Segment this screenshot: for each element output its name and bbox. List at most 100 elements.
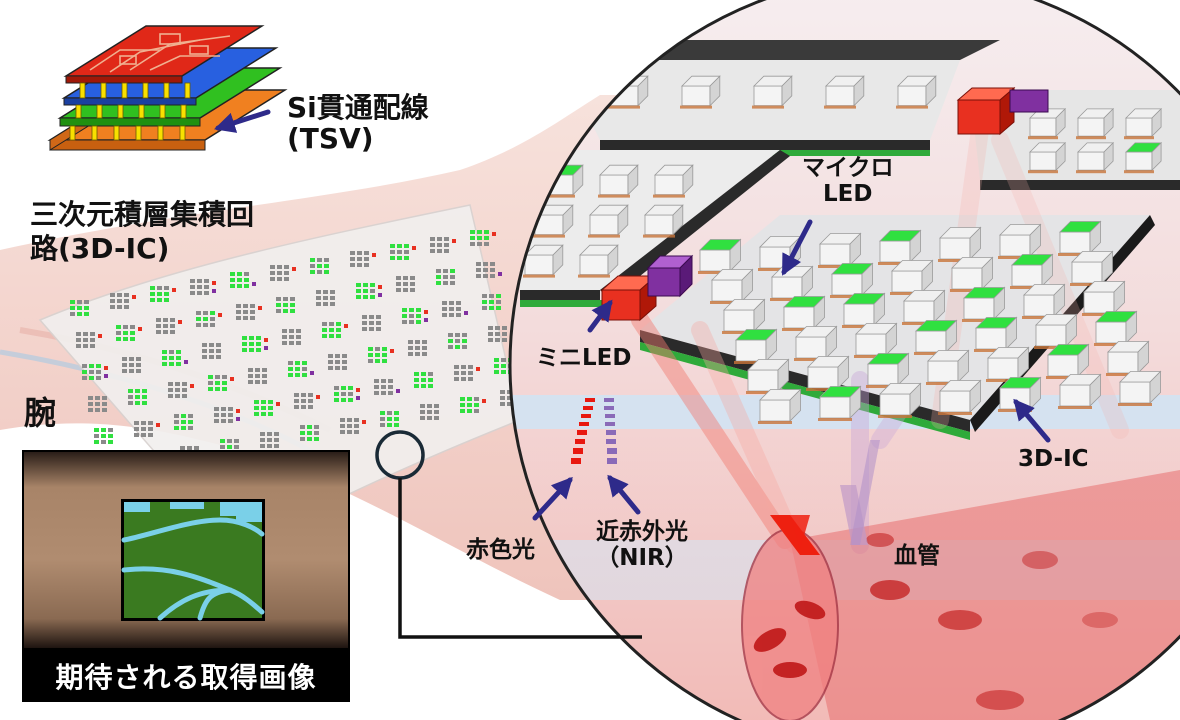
- sheet-pixel: [376, 327, 381, 331]
- sheet-pixel: [456, 307, 461, 311]
- sheet-mini-led: [356, 396, 360, 400]
- sheet-pixel: [474, 409, 479, 413]
- sheet-pixel: [96, 364, 101, 368]
- sheet-mini-led: [316, 395, 320, 399]
- sheet-pixel: [380, 423, 385, 427]
- sheet-pixel: [174, 414, 179, 418]
- micro-led: [878, 229, 922, 265]
- sheet-pixel: [262, 368, 267, 372]
- sheet-pixel: [102, 402, 107, 406]
- sheet-mini-led: [356, 388, 360, 392]
- sheet-pixel: [248, 368, 253, 372]
- sheet-pixel: [128, 389, 133, 393]
- sheet-pixel: [450, 281, 455, 285]
- sheet-pixel: [341, 398, 346, 402]
- sheet-pixel: [243, 316, 248, 320]
- sheet-pixel: [110, 299, 115, 303]
- sheet-pixel: [108, 440, 113, 444]
- sheet-pixel: [422, 346, 427, 350]
- sheet-pixel: [410, 282, 415, 286]
- sheet-mini-led: [372, 253, 376, 257]
- sheet-mini-led: [264, 346, 268, 350]
- sheet-pixel: [416, 308, 421, 312]
- sheet-pixel: [267, 438, 272, 442]
- sheet-pixel: [375, 347, 380, 351]
- magnifier-callout: [375, 430, 642, 639]
- sheet-pixel: [414, 384, 419, 388]
- sheet-pixel: [488, 332, 493, 336]
- sheet-pixel: [101, 434, 106, 438]
- micro-led: [830, 262, 874, 298]
- sheet-pixel: [490, 262, 495, 266]
- sheet-pixel: [495, 332, 500, 336]
- sheet-pixel: [294, 399, 299, 403]
- sheet-pixel: [437, 249, 442, 253]
- label-nir-line1: 近赤外光: [596, 519, 688, 545]
- sheet-pixel: [323, 290, 328, 294]
- sheet-pixel: [249, 348, 254, 352]
- sheet-pixel: [348, 398, 353, 402]
- sheet-pixel: [274, 432, 279, 436]
- sheet-pixel: [483, 262, 488, 266]
- sheet-pixel: [230, 284, 235, 288]
- micro-led: [1082, 280, 1126, 316]
- sheet-pixel: [196, 323, 201, 327]
- sheet-pixel: [128, 395, 133, 399]
- sheet-pixel: [415, 346, 420, 350]
- sheet-pixel: [428, 378, 433, 382]
- sheet-pixel: [488, 326, 493, 330]
- sheet-pixel: [164, 298, 169, 302]
- sheet-pixel: [102, 408, 107, 412]
- sheet-pixel: [289, 335, 294, 339]
- sheet-pixel: [228, 413, 233, 417]
- micro-led: [962, 286, 1006, 322]
- tsv-pin: [79, 82, 86, 99]
- light-paths: [770, 440, 880, 555]
- sheet-pixel: [288, 367, 293, 371]
- sheet-pixel: [324, 264, 329, 268]
- sheet-pixel: [181, 420, 186, 424]
- micro-led: [794, 325, 838, 361]
- sheet-pixel: [317, 270, 322, 274]
- sheet-mini-led: [452, 239, 456, 243]
- sheet-pixel: [434, 404, 439, 408]
- sheet-pixel: [387, 411, 392, 415]
- sheet-pixel: [501, 370, 506, 374]
- annotation-arrows: [213, 109, 1051, 521]
- sheet-pixel: [460, 397, 465, 401]
- sheet-pixel: [208, 375, 213, 379]
- sheet-pixel: [307, 425, 312, 429]
- label-tsv: Si貫通配線 (TSV): [287, 92, 429, 155]
- sheet-pixel: [436, 281, 441, 285]
- sheet-pixel: [215, 375, 220, 379]
- sheet-pixel: [442, 301, 447, 305]
- sheet-pixel: [324, 270, 329, 274]
- sheet-pixel: [204, 279, 209, 283]
- sheet-pixel: [322, 328, 327, 332]
- sheet-pixel: [477, 230, 482, 234]
- sheet-pixel: [354, 424, 359, 428]
- sheet-pixel: [168, 388, 173, 392]
- sheet-pixel: [95, 402, 100, 406]
- arrow-3d-ic: [1013, 398, 1051, 443]
- sheet-pixel: [250, 316, 255, 320]
- sheet-pixel: [404, 250, 409, 254]
- sheet-pixel: [421, 384, 426, 388]
- sheet-pixel: [182, 382, 187, 386]
- micro-led: [588, 204, 629, 238]
- sheet-pixel: [210, 317, 215, 321]
- sheet-pixel: [270, 271, 275, 275]
- sheet-pixel: [76, 338, 81, 342]
- sheet-mini-led: [156, 423, 160, 427]
- sheet-pixel: [316, 302, 321, 306]
- sheet-pixel: [95, 408, 100, 412]
- sheet-mini-led: [172, 288, 176, 292]
- sheet-pixel: [96, 376, 101, 380]
- sheet-pixel: [83, 332, 88, 336]
- expected-image-photo: [22, 450, 350, 650]
- sheet-pixel: [204, 291, 209, 295]
- label-tsv-line2: (TSV): [287, 122, 374, 156]
- sheet-pixel: [302, 367, 307, 371]
- sheet-pixel: [163, 324, 168, 328]
- micro-led: [523, 244, 564, 278]
